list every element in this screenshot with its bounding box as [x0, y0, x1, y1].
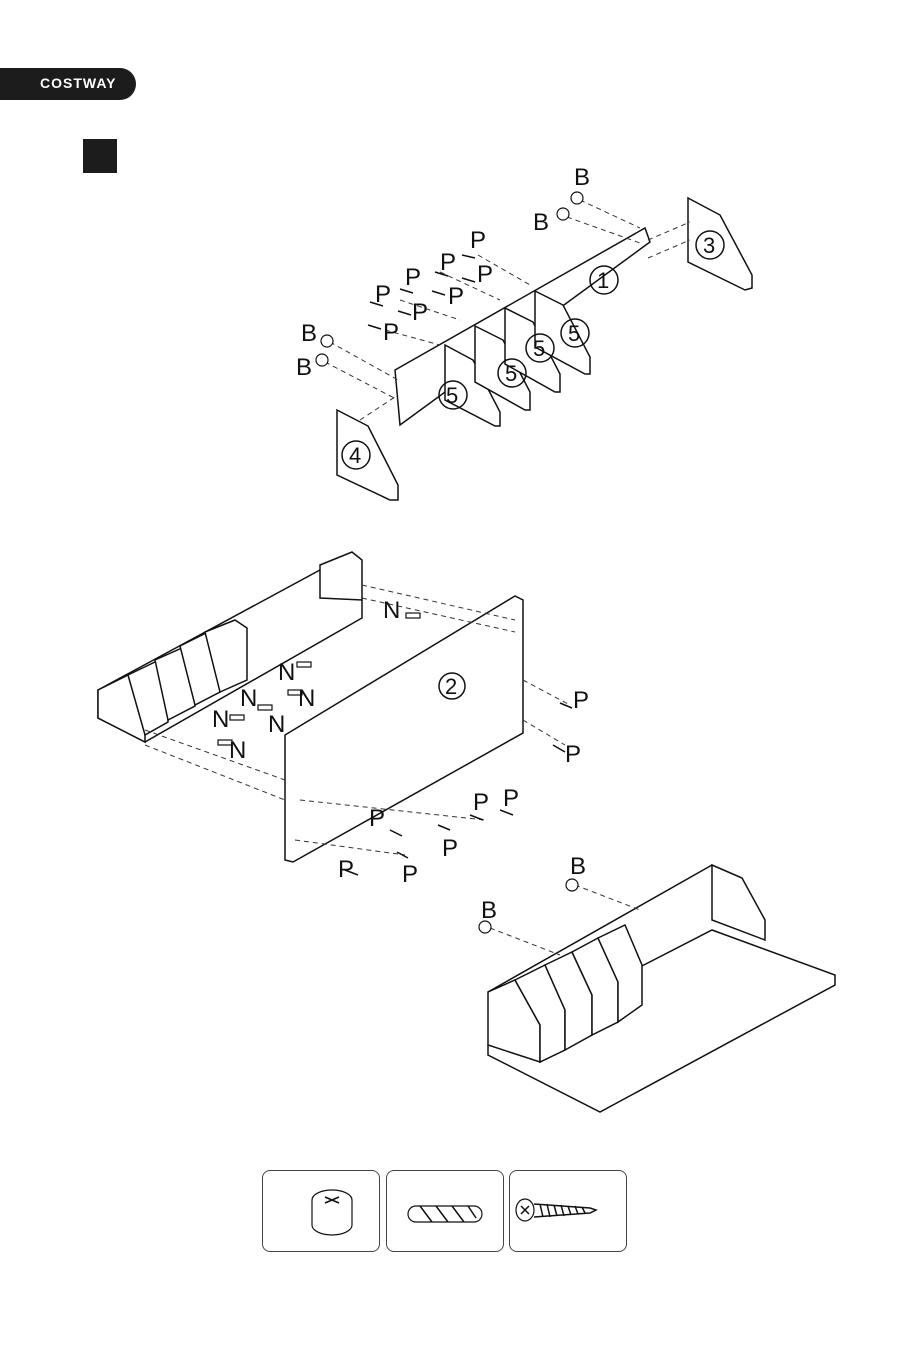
label-p: P [473, 789, 489, 816]
label-b: B [533, 209, 549, 236]
screw-icon [516, 1199, 596, 1221]
part-number-5: 5 [568, 321, 580, 346]
label-n: N [298, 685, 315, 712]
label-p: P [405, 264, 421, 291]
label-b: B [296, 354, 312, 381]
label-p: P [470, 227, 486, 254]
middle-assembly: 2 N N N N N N N P P P P P P P P [98, 552, 589, 888]
cam-lock-icon [312, 1190, 352, 1235]
label-p: P [448, 283, 464, 310]
label-n: N [383, 597, 400, 624]
finished-assembly: B B [479, 853, 835, 1112]
label-p: P [402, 861, 418, 888]
label-n: N [278, 659, 295, 686]
label-n: N [268, 711, 285, 738]
label-b: B [570, 853, 586, 880]
panel-3 [688, 198, 752, 290]
label-b: B [574, 164, 590, 191]
label-p: P [503, 785, 519, 812]
panel-4 [337, 410, 398, 500]
label-p: P [338, 856, 354, 883]
part-number-2: 2 [445, 674, 457, 699]
cam-lock [566, 879, 578, 891]
label-p: P [375, 281, 391, 308]
part-number-1: 1 [597, 268, 609, 293]
top-assembly: B B B B P P P P P P P P 1 3 4 5 5 5 5 [296, 164, 752, 500]
label-n: N [229, 737, 246, 764]
label-b: B [481, 897, 497, 924]
label-p: P [369, 805, 385, 832]
label-p: P [442, 835, 458, 862]
label-p: P [573, 687, 589, 714]
dowel-icon [408, 1206, 482, 1222]
label-n: N [212, 706, 229, 733]
label-p: P [440, 249, 456, 276]
label-n: N [240, 685, 257, 712]
hardware-legend [312, 1190, 596, 1235]
label-p: P [383, 319, 399, 346]
part-number-5: 5 [533, 336, 545, 361]
part-number-3: 3 [703, 233, 715, 258]
part-number-5: 5 [446, 383, 458, 408]
label-p: P [412, 299, 428, 326]
part-number-5: 5 [505, 361, 517, 386]
part-number-4: 4 [349, 443, 361, 468]
label-b: B [301, 320, 317, 347]
label-p: P [477, 261, 493, 288]
label-p: P [565, 741, 581, 768]
